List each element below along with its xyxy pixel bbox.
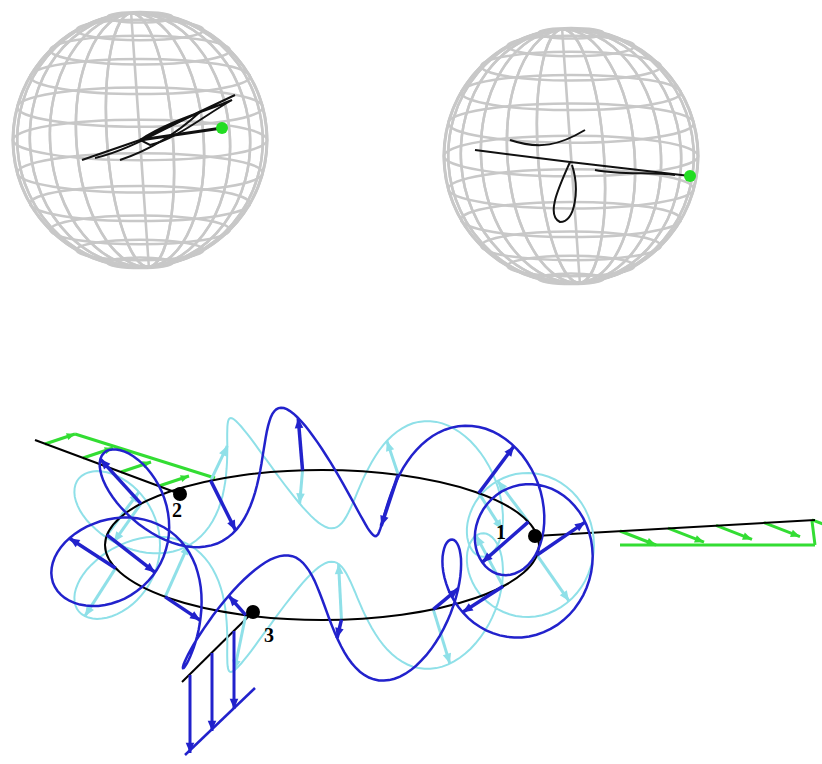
longitude-line	[529, 27, 612, 285]
arrow-shaft	[107, 535, 155, 573]
longitude-line	[41, 7, 238, 273]
trajectory-loop	[82, 95, 235, 160]
wireframe-sphere	[435, 20, 706, 291]
arrow-shaft	[620, 531, 656, 545]
arrow-head	[144, 563, 155, 573]
longitude-line	[562, 29, 580, 282]
arrow-head	[386, 441, 394, 452]
longitude-line	[472, 23, 669, 289]
arrow-shaft	[165, 597, 200, 621]
arrow-head	[69, 538, 80, 547]
point-dot	[528, 529, 542, 543]
arrow-head	[448, 589, 459, 599]
trajectory-loop	[510, 130, 675, 175]
longitude-line	[452, 22, 689, 291]
arrow-shaft	[69, 538, 115, 568]
arrow-head	[229, 596, 239, 606]
arrow-shaft	[482, 522, 528, 563]
longitude-line	[472, 23, 669, 289]
arrow-head	[790, 530, 800, 537]
arrow-shaft	[537, 555, 569, 601]
latitude-line	[481, 231, 661, 260]
green-band	[620, 544, 815, 547]
arrow-shaft	[381, 475, 398, 526]
arrow-head	[296, 493, 305, 503]
callout-number: 3	[264, 625, 274, 645]
longitude-line	[4, 4, 275, 275]
arrow-shaft	[159, 476, 189, 486]
longitude-line	[9, 5, 272, 276]
blue-band	[185, 688, 255, 755]
arrow-shaft	[233, 631, 236, 709]
trajectory-loop	[95, 112, 200, 160]
sphere-trajectory	[82, 95, 690, 222]
frame-curve	[51, 408, 592, 681]
arrow-head	[574, 522, 585, 531]
longitude-line	[440, 21, 703, 292]
arrow-head	[189, 611, 200, 620]
green-band	[812, 521, 815, 545]
longitude-line	[529, 27, 612, 285]
trajectory-line	[140, 128, 222, 140]
point-dot	[246, 605, 260, 619]
callout-number: 2	[172, 500, 182, 520]
arrow-shaft	[45, 434, 75, 444]
arrow-head	[227, 519, 235, 530]
arrow-head	[66, 433, 75, 440]
longitude-line	[41, 7, 238, 273]
arrow-shaft	[211, 446, 228, 481]
longitude-line	[21, 6, 258, 275]
green-dot	[216, 122, 228, 134]
arrow-head	[463, 603, 474, 612]
arrow-shaft	[764, 523, 800, 537]
arrow-head	[100, 459, 110, 469]
point-dot	[173, 487, 187, 501]
arrow-shaft	[211, 653, 214, 731]
arrow-head	[335, 627, 343, 638]
arrow-shaft	[229, 596, 246, 615]
longitude-line	[440, 21, 703, 292]
blue-arrows	[185, 631, 255, 755]
arrow-shaft	[433, 589, 458, 610]
trajectory-loop	[475, 150, 690, 222]
arrow-shaft	[479, 446, 514, 493]
arrow-shaft	[85, 568, 116, 616]
arrow-shaft	[387, 441, 398, 475]
arrow-shaft	[537, 522, 585, 555]
arrow-shaft	[716, 525, 752, 539]
arrow-head	[504, 446, 513, 457]
longitude-line	[435, 20, 706, 291]
longitude-line	[9, 5, 272, 276]
arrow-head	[560, 590, 569, 601]
wireframe-sphere	[4, 4, 275, 275]
arrow-head	[694, 535, 704, 542]
arrow-head	[219, 446, 227, 457]
arrow-shaft	[668, 528, 704, 542]
arrow-head	[476, 536, 485, 547]
blue-frame	[51, 408, 592, 681]
callout-number: 1	[496, 522, 506, 542]
arrow-shaft	[463, 586, 504, 612]
arrow-head	[180, 475, 189, 482]
arrow-shaft	[211, 481, 236, 531]
arrow-head	[380, 515, 388, 526]
arrow-head	[443, 653, 451, 664]
latitude-line	[50, 215, 230, 244]
arrow-head	[335, 564, 344, 574]
arrow-shaft	[100, 459, 141, 504]
arrow-head	[742, 532, 752, 539]
arrow-head	[295, 418, 304, 428]
arrow-head	[482, 552, 492, 562]
arrow-shaft	[165, 545, 188, 597]
arrow-shaft	[189, 675, 192, 753]
green-dot	[684, 170, 696, 182]
